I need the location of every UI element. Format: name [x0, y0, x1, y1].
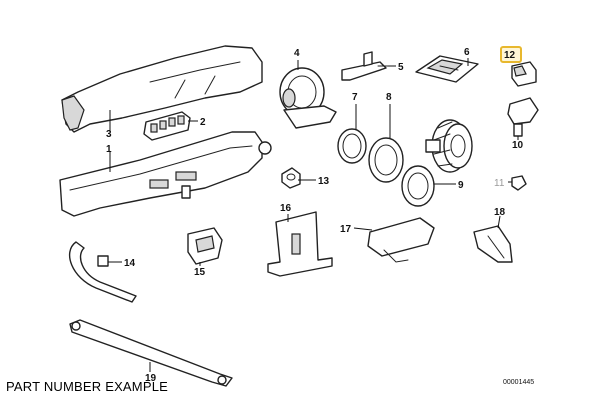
callout-1: 1 — [106, 144, 112, 155]
callout-9: 9 — [458, 180, 464, 191]
callout-11: 11 — [494, 178, 505, 189]
part-11-clip[interactable] — [511, 175, 527, 191]
part-12-switch[interactable] — [511, 61, 537, 87]
highlight-box-12 — [500, 46, 522, 63]
part-17-control-unit[interactable] — [367, 217, 435, 263]
part-3-upper-shroud[interactable] — [61, 45, 263, 133]
callout-6: 6 — [464, 47, 470, 58]
part-16-mounting-bracket[interactable] — [267, 211, 333, 277]
callout-19: 19 — [145, 373, 157, 384]
callout-3: 3 — [106, 129, 112, 140]
callout-4: 4 — [294, 48, 300, 59]
part-18-connector-boot[interactable] — [473, 225, 513, 263]
callout-16: 16 — [280, 203, 292, 214]
callout-15: 15 — [194, 267, 206, 278]
callout-labels: 1 2 3 4 5 6 7 8 9 10 11 12 13 14 15 16 1… — [106, 47, 524, 384]
part-10-sensor[interactable] — [507, 97, 539, 137]
callout-8: 8 — [386, 92, 392, 103]
callout-18: 18 — [494, 207, 506, 218]
callout-2: 2 — [200, 117, 206, 128]
part-6-switch-plate[interactable] — [415, 55, 479, 83]
part-2-connector[interactable] — [143, 111, 191, 141]
caption-part-number-example: PART NUMBER EXAMPLE — [6, 379, 169, 394]
leader-lines — [108, 58, 519, 372]
callout-10: 10 — [512, 140, 524, 151]
part-14-cable-tie[interactable] — [68, 241, 137, 303]
callout-12: 12 — [504, 50, 516, 61]
callout-17: 17 — [340, 224, 352, 235]
callout-14: 14 — [124, 258, 136, 269]
part-9-bushing[interactable] — [401, 165, 435, 207]
part-1-lower-shroud[interactable] — [59, 131, 272, 217]
part-13-nut[interactable] — [281, 167, 301, 189]
part-19-strap[interactable] — [69, 319, 233, 387]
callout-7: 7 — [352, 92, 358, 103]
part-5-bracket[interactable] — [341, 51, 391, 81]
part-8-slip-ring[interactable] — [368, 137, 404, 183]
part-4-ignition-housing[interactable] — [279, 67, 337, 129]
reference-code: 00001445 — [503, 379, 535, 386]
callout-13: 13 — [318, 176, 330, 187]
part-7-ring[interactable] — [337, 128, 367, 164]
callout-5: 5 — [398, 62, 404, 73]
part-15-bracket[interactable] — [187, 227, 223, 265]
part-gear[interactable] — [425, 119, 473, 173]
